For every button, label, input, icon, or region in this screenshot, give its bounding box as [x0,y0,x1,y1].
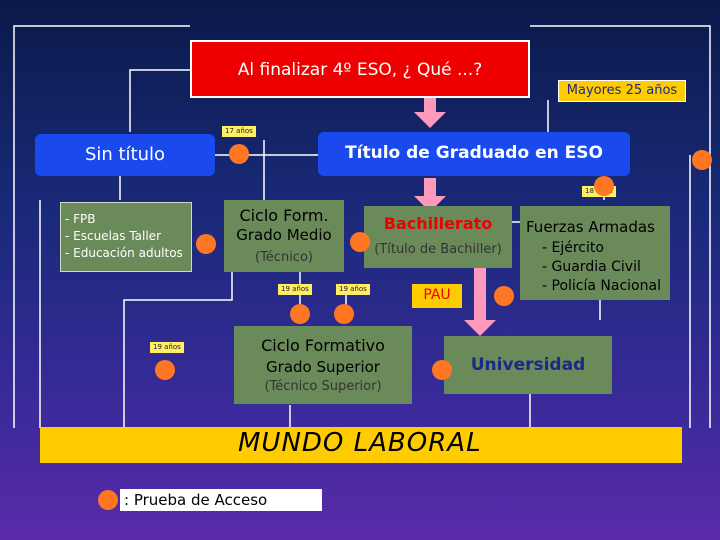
grado-medio-title: Ciclo Form. [239,206,329,225]
access-test-dot-gs-mid [334,304,354,324]
option-escuelas: - Escuelas Taller [65,229,161,243]
armed-forces-box: Fuerzas Armadas - Ejército - Guardia Civ… [520,206,670,300]
frame-left-line [13,25,190,428]
pau-text: PAU [423,287,451,303]
tag-19-anos-left: 19 años [278,284,312,295]
header-question-box: Al finalizar 4º ESO, ¿ Qué ...? [190,40,530,98]
arrow-bachillerato-to-universidad [464,268,496,336]
access-test-dot-pau [494,286,514,306]
access-test-dot-grado-medio [196,234,216,254]
access-test-dot-sintitulo [229,144,249,164]
access-test-dot-bottom-left [155,360,175,380]
mundo-laboral-text: MUNDO LABORAL [238,428,482,458]
bachillerato-title: Bachillerato [383,214,493,233]
armed-item-guardia: - Guardia Civil [542,259,641,275]
access-test-dot-armed [594,176,614,196]
universidad-text: Universidad [470,355,586,375]
tag-19-anos-bottom: 19 años [150,342,184,353]
access-test-dot-universidad [432,360,452,380]
sin-titulo-text: Sin título [84,144,166,165]
header-to-sintitulo-line [129,69,190,132]
armed-item-ejercito: - Ejército [542,240,604,256]
armed-forces-title: Fuerzas Armadas [526,218,655,236]
bachillerato-note: (Título de Bachiller) [374,242,502,257]
arrow-graduado-to-bachillerato [414,178,446,212]
frame-right-line [530,25,711,428]
armed-item-policia: - Policía Nacional [542,278,661,294]
grado-medio-box: Ciclo Form. Grado Medio (Técnico) [224,200,344,272]
arrow-header-to-graduado [414,96,446,128]
graduado-text: Título de Graduado en ESO [345,143,603,163]
over25-box: Mayores 25 años [558,80,686,102]
grado-superior-note: (Técnico Superior) [264,379,382,394]
grado-superior-box: Ciclo Formativo Grado Superior (Técnico … [234,326,412,404]
access-test-dot-right [692,150,712,170]
access-test-dot-bachillerato [350,232,370,252]
access-test-dot-gs-left [290,304,310,324]
tag-17-anos: 17 años [222,126,256,137]
pau-box: PAU [412,284,462,308]
header-question-text: Al finalizar 4º ESO, ¿ Qué ...? [237,60,483,80]
legend-text: : Prueba de Acceso [124,491,268,509]
grado-superior-title: Ciclo Formativo [261,336,385,355]
grado-medio-note: (Técnico) [255,250,313,265]
bachillerato-box: Bachillerato (Título de Bachiller) [364,206,512,268]
grado-medio-subtitle: Grado Medio [236,226,332,244]
mundo-laboral-box: MUNDO LABORAL [40,427,682,463]
legend-dot-icon [98,490,118,510]
over25-text: Mayores 25 años [566,83,678,98]
universidad-box: Universidad [444,336,612,394]
graduado-box: Título de Graduado en ESO [318,132,630,176]
options-box: - FPB - Escuelas Taller - Educación adul… [60,202,192,272]
tag-19-anos-mid: 19 años [336,284,370,295]
option-fpb: - FPB [65,212,96,226]
option-adultos: - Educación adultos [65,246,183,260]
grado-superior-subtitle: Grado Superior [266,358,380,376]
sin-titulo-box: Sin título [35,134,215,176]
legend-box: : Prueba de Acceso [120,489,322,511]
